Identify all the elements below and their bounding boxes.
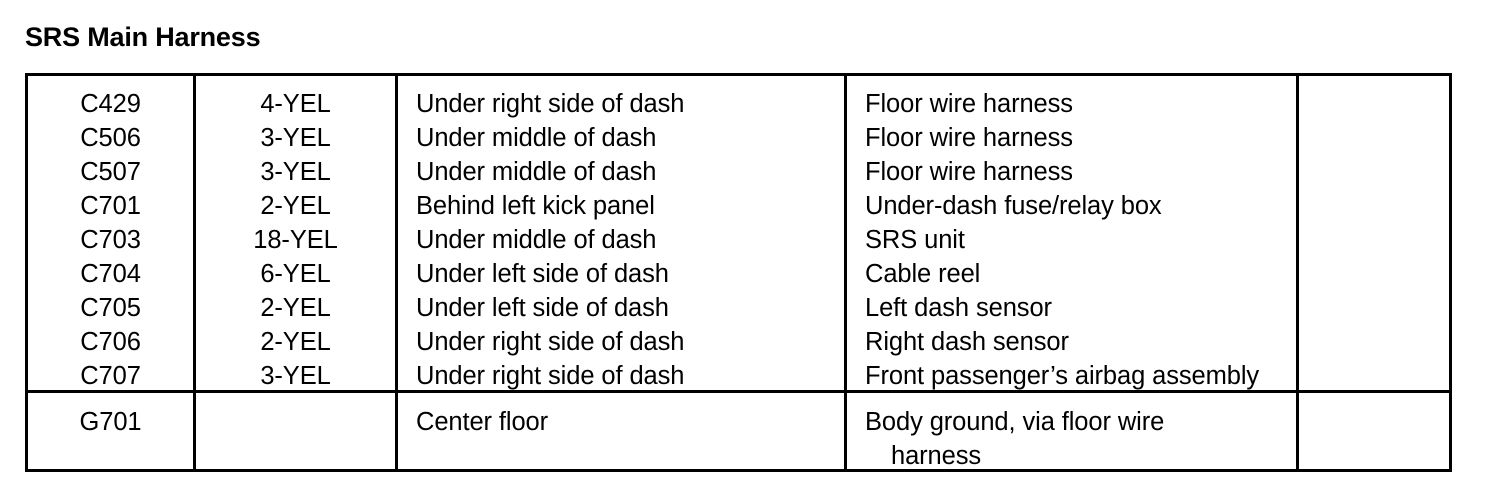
table-cell-location: Center floor [416, 408, 549, 436]
column-connector-number-ground: G701 [28, 393, 193, 469]
table-section-connectors: C429 C506 C507 C701 C703 C704 C705 C706 … [28, 76, 1449, 393]
column-cavity-color: 4-YEL 3-YEL 3-YEL 2-YEL 18-YEL 6-YEL 2-Y… [196, 76, 395, 390]
column-connector-number: C429 C506 C507 C701 C703 C704 C705 C706 … [28, 76, 193, 390]
column-connects-to-ground: Body ground, via floor wire harness [847, 393, 1296, 470]
table-section-grounds: G701 Center floor Body ground, via floor… [28, 393, 1449, 470]
connector-table: C429 C506 C507 C701 C703 C704 C705 C706 … [25, 73, 1452, 472]
table-row: C506 [80, 124, 141, 152]
column-divider-4 [1296, 76, 1299, 390]
column-location-ground: Center floor [398, 393, 844, 469]
table-cell-location: Under middle of dash [416, 226, 657, 254]
table-cell-wire: 2-YEL [260, 294, 331, 322]
table-cell-location: Behind left kick panel [416, 192, 655, 220]
table-row: C707 [80, 362, 141, 390]
table-cell-wire: 3-YEL [260, 124, 331, 152]
table-row: C704 [80, 260, 141, 288]
table-cell-connects-to: Left dash sensor [865, 294, 1052, 322]
table-row: C507 [80, 158, 141, 186]
table-row: C701 [80, 192, 141, 220]
table-cell-location: Under left side of dash [416, 294, 669, 322]
column-divider-3 [844, 76, 847, 390]
column-notes-ground [1299, 393, 1449, 469]
table-cell-wire: 6-YEL [260, 260, 331, 288]
table-cell-location: Under right side of dash [416, 90, 685, 118]
table-cell-wire: 3-YEL [260, 158, 331, 186]
table-cell-connects-to: Floor wire harness [865, 124, 1073, 152]
table-cell-wire: 18-YEL [253, 226, 338, 254]
table-cell-connects-to: Floor wire harness [865, 90, 1073, 118]
table-cell-location: Under right side of dash [416, 328, 685, 356]
table-cell-connects-to: Cable reel [865, 260, 981, 288]
table-cell-connects-to: Right dash sensor [865, 328, 1069, 356]
table-cell-connects-to: Floor wire harness [865, 158, 1073, 186]
page-title: SRS Main Harness [25, 22, 261, 52]
table-row: C429 [80, 90, 141, 118]
column-divider-2 [395, 76, 398, 390]
table-cell-wire: 2-YEL [260, 192, 331, 220]
column-cavity-color-ground [196, 393, 395, 469]
column-connects-to: Floor wire harness Floor wire harness Fl… [847, 76, 1296, 390]
table-cell-location: Under right side of dash [416, 362, 685, 390]
table-cell-connects-to: Body ground, via floor wire [865, 408, 1165, 436]
table-cell-location: Under middle of dash [416, 158, 657, 186]
table-cell-connects-to-continuation: harness [891, 442, 982, 470]
table-row: C703 [80, 226, 141, 254]
table-cell-connects-to: Front passenger’s airbag assembly [865, 362, 1260, 390]
table-cell-wire: 4-YEL [260, 90, 331, 118]
column-divider-3-ground [844, 393, 847, 469]
column-divider-2-ground [395, 393, 398, 469]
table-row: G701 [79, 408, 142, 436]
table-row: C706 [80, 328, 141, 356]
table-cell-location: Under left side of dash [416, 260, 669, 288]
table-row: C705 [80, 294, 141, 322]
column-divider-4-ground [1296, 393, 1299, 469]
table-cell-connects-to: SRS unit [865, 226, 965, 254]
table-cell-wire: 2-YEL [260, 328, 331, 356]
column-location: Under right side of dash Under middle of… [398, 76, 844, 390]
column-divider-1-ground [193, 393, 196, 469]
column-divider-1 [193, 76, 196, 390]
column-notes [1299, 76, 1449, 390]
table-cell-connects-to: Under-dash fuse/relay box [865, 192, 1162, 220]
table-cell-location: Under middle of dash [416, 124, 657, 152]
table-cell-wire [196, 405, 395, 439]
table-cell-wire: 3-YEL [260, 362, 331, 390]
